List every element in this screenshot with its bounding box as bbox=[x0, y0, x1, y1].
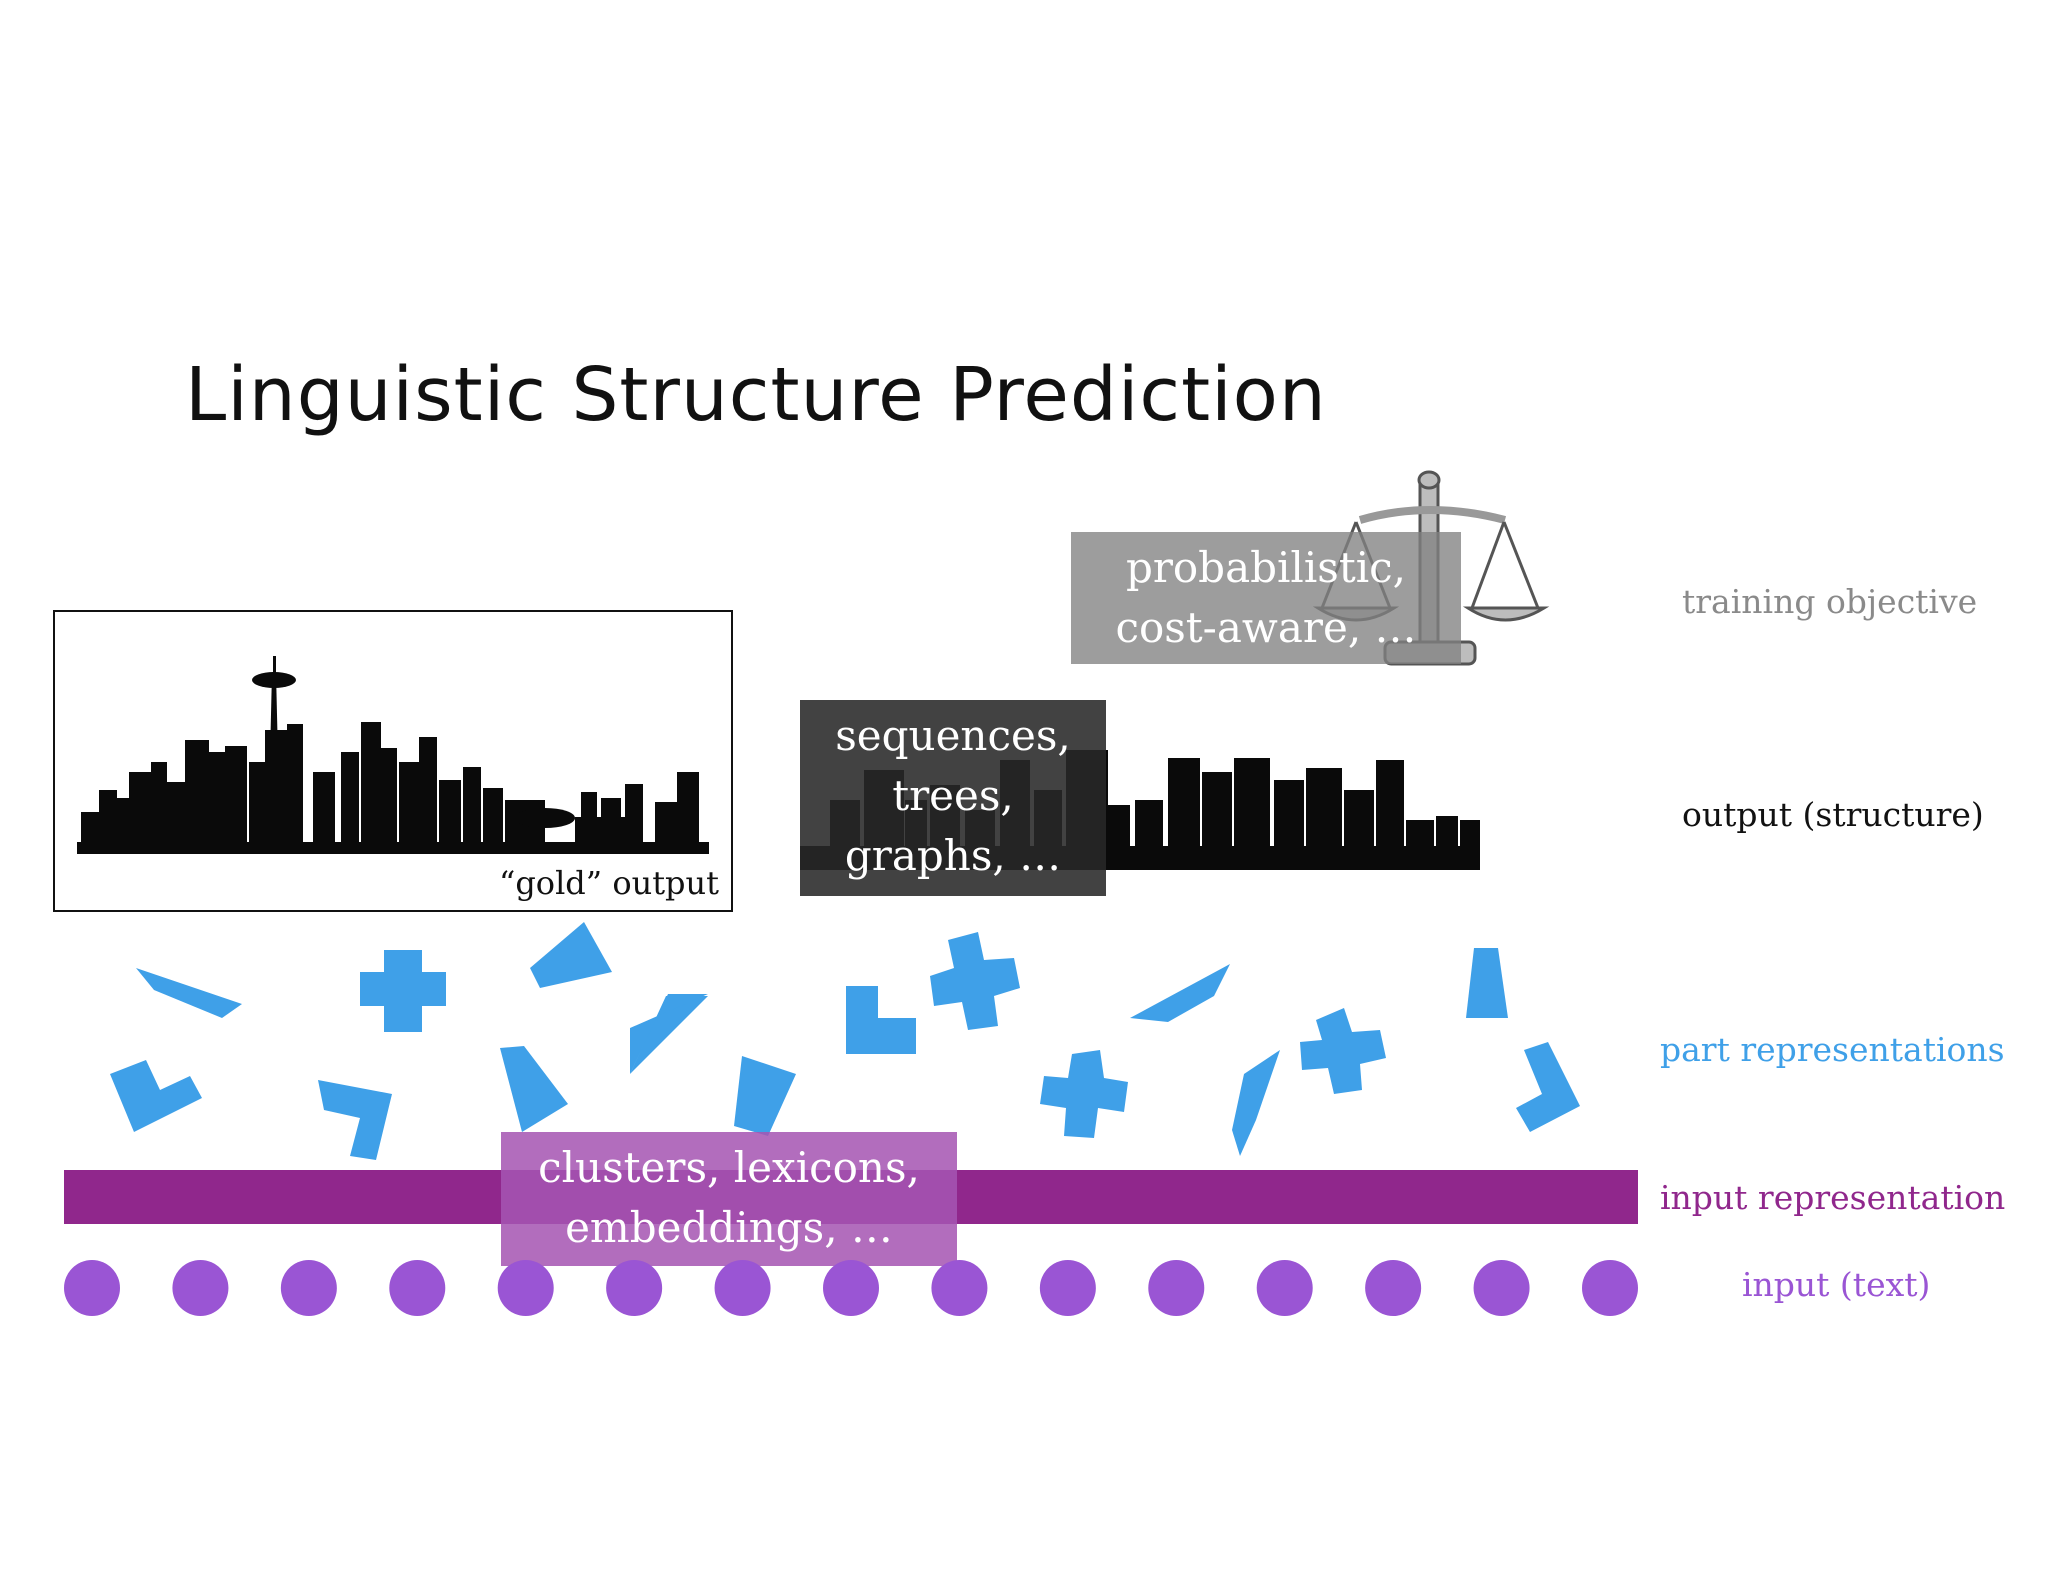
part-shape bbox=[318, 1080, 392, 1160]
label-output-structure: output (structure) bbox=[1682, 795, 1984, 834]
label-training-objective: training objective bbox=[1682, 582, 1978, 621]
structure-line-1: sequences, bbox=[835, 711, 1071, 760]
part-shape bbox=[846, 986, 916, 1054]
input-token-dot bbox=[1365, 1260, 1422, 1316]
part-shape bbox=[530, 922, 612, 988]
training-objective-box: probabilistic, cost-aware, … bbox=[1071, 532, 1461, 664]
input-token-dot bbox=[606, 1260, 663, 1316]
part-shape bbox=[1300, 1008, 1386, 1094]
input-token-dot bbox=[931, 1260, 988, 1316]
input-token-dot bbox=[64, 1260, 120, 1316]
input-token-dot bbox=[1256, 1260, 1313, 1316]
slide-title: Linguistic Structure Prediction bbox=[185, 352, 1327, 438]
part-shape bbox=[110, 1060, 202, 1132]
part-shape bbox=[136, 968, 242, 1018]
label-input-representation: input representation bbox=[1660, 1178, 2006, 1217]
part-shape bbox=[1516, 1042, 1580, 1132]
part-shape bbox=[630, 994, 708, 1074]
structure-line-3: graphs, … bbox=[844, 831, 1062, 880]
input-token-dot bbox=[1582, 1260, 1638, 1316]
output-structure-box: sequences, trees, graphs, … bbox=[800, 700, 1106, 896]
input-token-dot bbox=[389, 1260, 446, 1316]
input-rep-line-1: clusters, lexicons, bbox=[538, 1143, 920, 1192]
input-token-dot bbox=[1039, 1260, 1096, 1316]
gold-skyline-icon bbox=[77, 656, 709, 854]
input-token-dot bbox=[1148, 1260, 1205, 1316]
gold-output-label: “gold” output bbox=[498, 864, 719, 902]
part-shape bbox=[1130, 964, 1230, 1022]
label-part-representations: part representations bbox=[1660, 1030, 2005, 1069]
part-shape bbox=[360, 950, 446, 1032]
part-shape bbox=[1466, 948, 1508, 1018]
input-token-dot bbox=[1473, 1260, 1530, 1316]
part-shape bbox=[734, 1056, 796, 1136]
objective-line-1: probabilistic, bbox=[1125, 543, 1407, 592]
input-token-dot bbox=[823, 1260, 879, 1316]
part-shape bbox=[930, 932, 1020, 1030]
input-token-dot bbox=[497, 1260, 554, 1316]
gold-output-frame: “gold” output bbox=[53, 610, 733, 912]
input-token-dot bbox=[714, 1260, 771, 1316]
part-shape bbox=[1232, 1050, 1280, 1156]
input-representation-box: clusters, lexicons, embeddings, … bbox=[501, 1132, 957, 1266]
label-input-text: input (text) bbox=[1742, 1265, 1931, 1304]
input-token-dot bbox=[280, 1260, 337, 1316]
structure-line-2: trees, bbox=[892, 771, 1014, 820]
part-shape bbox=[630, 996, 708, 1074]
objective-line-2: cost-aware, … bbox=[1115, 603, 1417, 652]
part-shape bbox=[500, 1046, 568, 1132]
input-token-dot bbox=[172, 1260, 229, 1316]
part-shape bbox=[1040, 1050, 1128, 1138]
input-rep-line-2: embeddings, … bbox=[565, 1203, 893, 1252]
